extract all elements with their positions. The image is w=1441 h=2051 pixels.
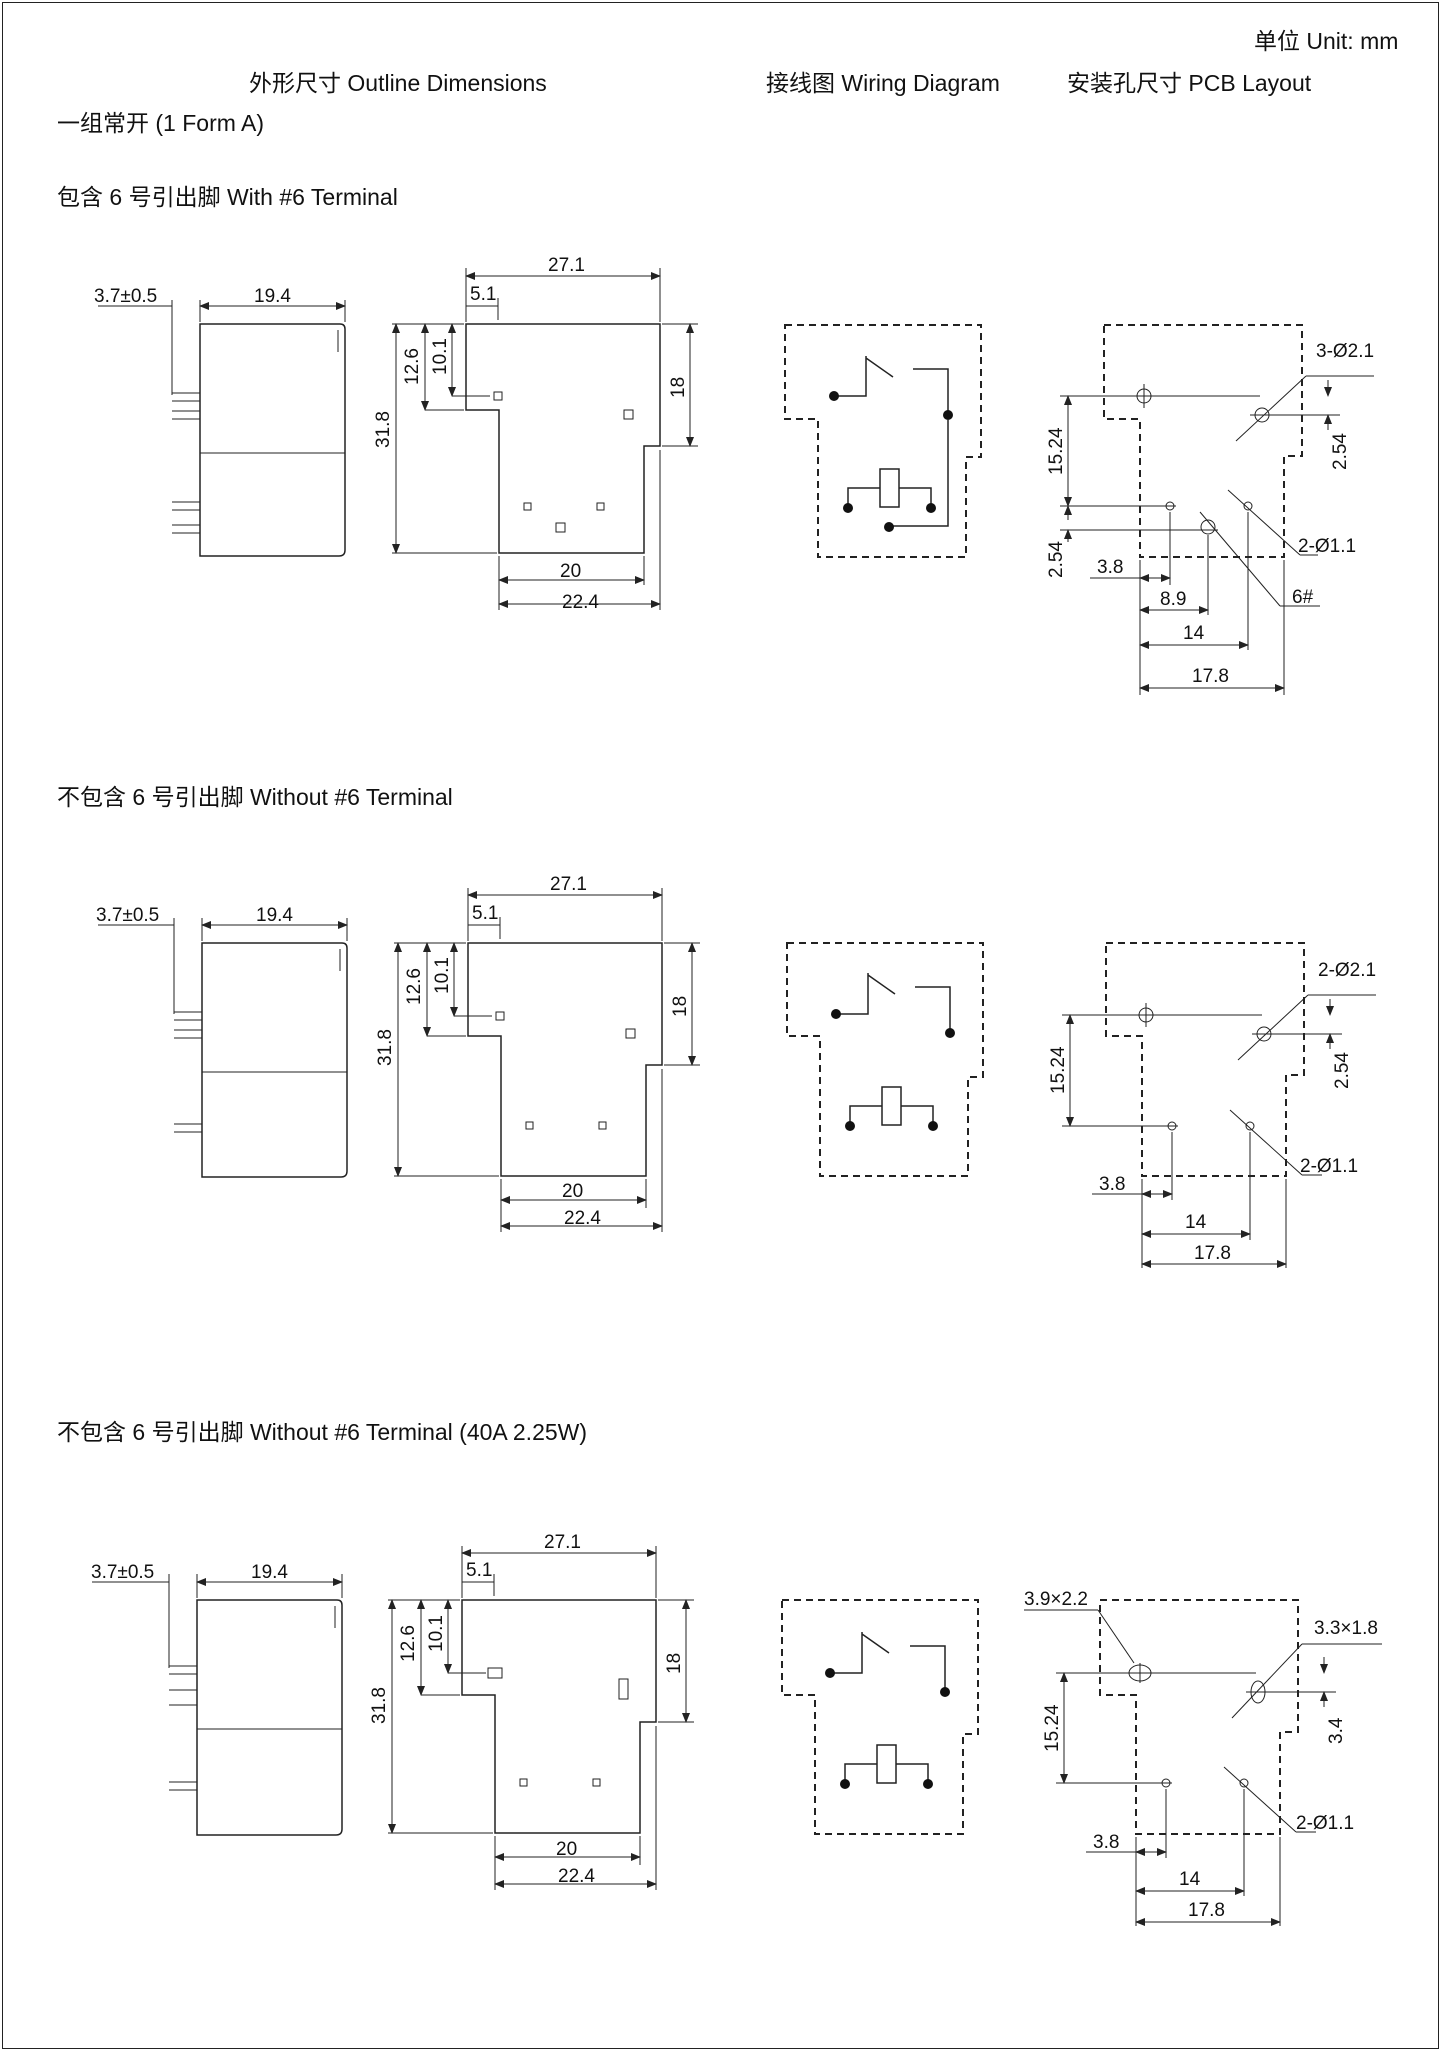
front-offset-label: 5.1: [472, 903, 498, 924]
front-h1-label: 12.6: [398, 1625, 419, 1662]
pcb-x1-label: 3.8: [1093, 1832, 1119, 1853]
pcb-layout-3: 3.9×2.2 3.3×1.8 3.4 15.24 2-Ø1.1: [1024, 1589, 1382, 1926]
pcb-pitch-v-label: 2.54: [1330, 433, 1351, 470]
side-depth-label: 19.4: [251, 1562, 288, 1583]
front-bottom2-label: 22.4: [562, 592, 599, 613]
wiring-diagram-2: [786, 942, 984, 1177]
pcb-hole-c-label: 3.3×1.8: [1314, 1618, 1378, 1639]
front-h2-label: 10.1: [432, 957, 453, 994]
pcb-hole-b-label: 2-Ø1.1: [1300, 1156, 1358, 1177]
pcb-x1-label: 3.8: [1099, 1174, 1125, 1195]
pcb-pitch-v2-label: 2.54: [1046, 541, 1067, 578]
front-bottom2-label: 22.4: [564, 1208, 601, 1229]
pcb-layout-heading: 安装孔尺寸 PCB Layout: [1067, 70, 1312, 96]
front-view-3: 27.1 5.1 12.6 10.1 31.8 18 20 22.4: [369, 1532, 694, 1890]
front-right-label: 18: [664, 1653, 685, 1674]
front-h1-label: 12.6: [404, 968, 425, 1005]
side-pin-length-label: 3.7±0.5: [91, 1562, 154, 1583]
form-label: 一组常开 (1 Form A): [57, 110, 265, 136]
front-right-label: 18: [668, 377, 689, 398]
front-right-label: 18: [670, 996, 691, 1017]
side-view-1: 3.7±0.5 19.4: [94, 286, 346, 557]
front-height-label: 31.8: [373, 411, 394, 448]
pcb-hole-a-label: 2-Ø2.1: [1318, 960, 1376, 981]
section-1-title: 包含 6 号引出脚 With #6 Terminal: [57, 184, 398, 210]
wiring-diagram-heading: 接线图 Wiring Diagram: [766, 70, 1000, 96]
section-1-drawings: 3.7±0.5 19.4 27.1 5.1 12.6 10.1: [94, 255, 1374, 695]
side-depth-label: 19.4: [256, 905, 293, 926]
pcb-x2-label: 8.9: [1160, 589, 1186, 610]
front-h2-label: 10.1: [430, 338, 451, 375]
pcb-x3-label: 14: [1183, 623, 1205, 644]
pcb-hole-a-label: 3.9×2.2: [1024, 1589, 1088, 1610]
wiring-diagram-1: [784, 324, 982, 558]
section-3-drawings: 3.7±0.5 19.4 27.1 5.1 12.6 10.1 31.: [91, 1532, 1382, 1926]
section-3-title: 不包含 6 号引出脚 Without #6 Terminal (40A 2.25…: [57, 1419, 588, 1445]
pcb-x3-label: 14: [1179, 1869, 1201, 1890]
front-width-label: 27.1: [544, 1532, 581, 1553]
front-height-label: 31.8: [375, 1029, 396, 1066]
side-pin-length-label: 3.7±0.5: [94, 286, 157, 307]
pcb-x3-label: 14: [1185, 1212, 1207, 1233]
front-view-2: 27.1 5.1 12.6 10.1 31.8 18 20 22.4: [375, 874, 700, 1232]
front-bottom1-label: 20: [560, 561, 581, 582]
front-h1-label: 12.6: [402, 348, 423, 385]
unit-label: 单位 Unit: mm: [1254, 28, 1399, 54]
section-2-drawings: 3.7±0.5 19.4 27.1 5.1 12.6 10.1 31.: [96, 874, 1376, 1268]
front-bottom1-label: 20: [562, 1181, 583, 1202]
pcb-layout-2: 2-Ø2.1 2.54 15.24 2-Ø1.1 3.8 14 17.8: [1048, 942, 1376, 1268]
pcb-x1-label: 3.8: [1097, 557, 1123, 578]
pcb-x4-label: 17.8: [1192, 666, 1229, 687]
front-h2-label: 10.1: [426, 1615, 447, 1652]
section-2-title: 不包含 6 号引出脚 Without #6 Terminal: [57, 784, 453, 810]
pcb-term-label: 6#: [1292, 587, 1314, 608]
side-depth-label: 19.4: [254, 286, 291, 307]
pcb-pitch-v-label: 3.4: [1326, 1717, 1347, 1744]
side-view-3: 3.7±0.5 19.4: [91, 1562, 343, 1836]
pcb-row-label: 15.24: [1042, 1704, 1063, 1752]
pcb-hole-b-label: 2-Ø1.1: [1296, 1813, 1354, 1834]
front-bottom2-label: 22.4: [558, 1866, 595, 1887]
front-bottom1-label: 20: [556, 1839, 577, 1860]
pcb-layout-1: 3-Ø2.1 2.54 15.24 2.54 2-Ø1.1 6#: [1046, 324, 1374, 695]
side-view-2: 3.7±0.5 19.4: [96, 905, 348, 1178]
pcb-hole-b-label: 2-Ø1.1: [1298, 536, 1356, 557]
pcb-row-label: 15.24: [1048, 1046, 1069, 1094]
side-pin-length-label: 3.7±0.5: [96, 905, 159, 926]
pcb-x4-label: 17.8: [1188, 1900, 1225, 1921]
front-view-1: 27.1 5.1 12.6 10.1 31.8 18 20 22.4: [373, 255, 698, 613]
front-width-label: 27.1: [548, 255, 585, 276]
front-offset-label: 5.1: [470, 284, 496, 305]
pcb-x4-label: 17.8: [1194, 1243, 1231, 1264]
pcb-row-label: 15.24: [1046, 427, 1067, 475]
pcb-hole-a-label: 3-Ø2.1: [1316, 341, 1374, 362]
front-height-label: 31.8: [369, 1687, 390, 1724]
front-offset-label: 5.1: [466, 1560, 492, 1581]
pcb-pitch-v-label: 2.54: [1332, 1052, 1353, 1089]
wiring-diagram-3: [781, 1599, 979, 1835]
front-width-label: 27.1: [550, 874, 587, 895]
outline-dimensions-heading: 外形尺寸 Outline Dimensions: [249, 70, 547, 96]
